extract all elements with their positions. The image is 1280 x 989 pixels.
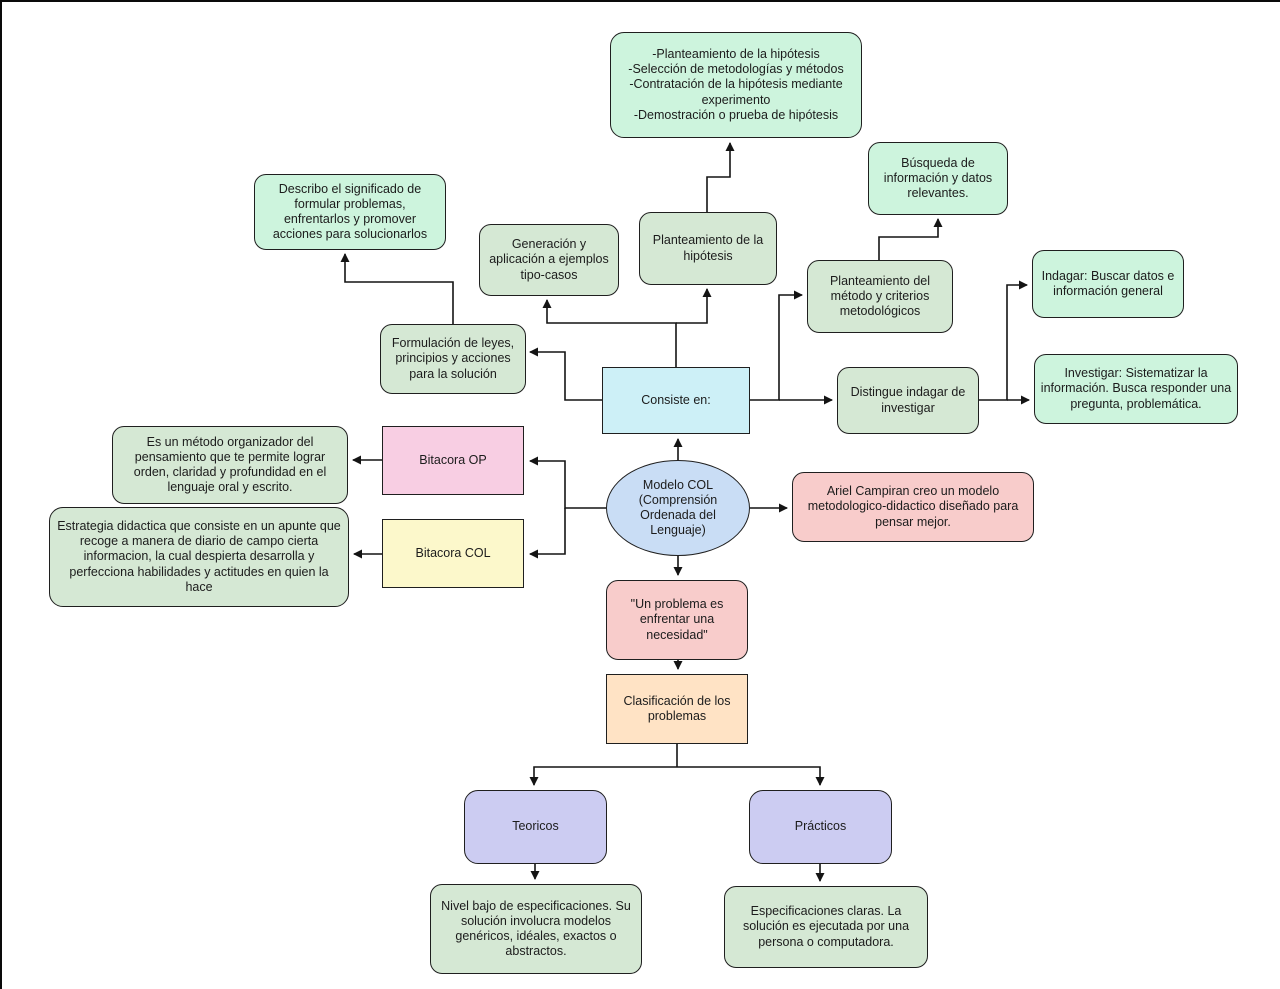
connector-modelo-to-bitacora-op bbox=[529, 456, 606, 509]
node-clasificacion-label: Clasificación de los problemas bbox=[623, 693, 731, 723]
node-ariel-label: Ariel Campiran creo un modelo metodologi… bbox=[807, 484, 1019, 529]
connector-consiste-to-formulacion bbox=[529, 347, 602, 401]
connector-metodo-to-busqueda bbox=[878, 218, 943, 260]
node-teoricos-label: Teoricos bbox=[512, 819, 559, 834]
node-generacion: Generación y aplicación a ejemplos tipo-… bbox=[479, 224, 619, 296]
node-es-metodo-label: Es un método organizador del pensamiento… bbox=[133, 434, 327, 495]
node-indagar: Indagar: Buscar datos e información gene… bbox=[1032, 250, 1184, 318]
node-planteamiento-metodo-label: Planteamiento del método y criterios met… bbox=[829, 273, 931, 319]
connector-formulacion-to-describo bbox=[340, 253, 454, 324]
node-investigar: Investigar: Sistematizar la información.… bbox=[1034, 354, 1238, 424]
node-especificaciones-label: Especificaciones claras. La solución es … bbox=[742, 904, 910, 949]
node-formulacion-label: Formulación de leyes, principios y accio… bbox=[391, 336, 515, 381]
node-pasos-hipotesis-label: -Planteamiento de la hipótesis -Selecció… bbox=[628, 46, 844, 122]
node-modelo-col: Modelo COL (Comprensión Ordenada del Len… bbox=[606, 460, 750, 556]
node-indagar-label: Indagar: Buscar datos e información gene… bbox=[1041, 268, 1175, 298]
node-modelo-col-label: Modelo COL (Comprensión Ordenada del Len… bbox=[638, 477, 718, 538]
connector-hipotesis-to-pasos bbox=[706, 142, 735, 214]
node-busqueda: Búsqueda de información y datos relevant… bbox=[868, 142, 1008, 215]
node-nivel-bajo-label: Nivel bajo de especificaciones. Su soluc… bbox=[441, 898, 631, 959]
connector-modelo-to-bitacora-col bbox=[529, 508, 566, 559]
node-consiste-label: Consiste en: bbox=[641, 392, 711, 407]
node-busqueda-label: Búsqueda de información y datos relevant… bbox=[883, 155, 993, 201]
node-generacion-label: Generación y aplicación a ejemplos tipo-… bbox=[489, 237, 609, 282]
connector-clasificacion-to-teoricos bbox=[529, 766, 677, 786]
connector-consiste-to-generacion bbox=[542, 299, 677, 367]
node-bitacora-col-label: Bitacora COL bbox=[415, 545, 491, 560]
node-bitacora-op-label: Bitacora OP bbox=[419, 452, 487, 467]
node-problema: "Un problema es enfrentar una necesidad" bbox=[606, 580, 748, 660]
connector-consiste-to-metodo bbox=[750, 290, 803, 401]
node-distingue-label: Distingue indagar de investigar bbox=[850, 385, 966, 415]
node-practicos: Prácticos bbox=[749, 790, 892, 864]
node-estrategia-label: Estrategia didactica que consiste en un … bbox=[57, 518, 341, 594]
node-describo: Describo el significado de formular prob… bbox=[254, 174, 446, 250]
node-formulacion: Formulación de leyes, principios y accio… bbox=[380, 324, 526, 394]
node-planteamiento-hipotesis-label: Planteamiento de la hipótesis bbox=[652, 233, 764, 263]
node-nivel-bajo: Nivel bajo de especificaciones. Su soluc… bbox=[430, 884, 642, 974]
node-clasificacion: Clasificación de los problemas bbox=[606, 674, 748, 744]
node-investigar-label: Investigar: Sistematizar la información.… bbox=[1040, 366, 1232, 411]
connector-clasificacion-to-practicos bbox=[677, 766, 825, 786]
node-planteamiento-metodo: Planteamiento del método y criterios met… bbox=[807, 260, 953, 333]
node-especificaciones: Especificaciones claras. La solución es … bbox=[724, 886, 928, 968]
node-practicos-label: Prácticos bbox=[794, 819, 847, 834]
node-consiste: Consiste en: bbox=[602, 367, 750, 434]
node-teoricos: Teoricos bbox=[464, 790, 607, 864]
node-distingue: Distingue indagar de investigar bbox=[837, 367, 979, 434]
node-problema-label: "Un problema es enfrentar una necesidad" bbox=[630, 597, 724, 642]
node-ariel: Ariel Campiran creo un modelo metodologi… bbox=[792, 472, 1034, 542]
node-estrategia: Estrategia didactica que consiste en un … bbox=[49, 507, 349, 607]
node-pasos-hipotesis: -Planteamiento de la hipótesis -Selecció… bbox=[610, 32, 862, 138]
node-bitacora-op: Bitacora OP bbox=[382, 426, 524, 495]
connector-consiste-to-hipotesis bbox=[676, 288, 712, 324]
node-planteamiento-hipotesis: Planteamiento de la hipótesis bbox=[639, 212, 777, 285]
node-bitacora-col: Bitacora COL bbox=[382, 519, 524, 588]
connector-distingue-to-indagar bbox=[979, 280, 1028, 401]
node-describo-label: Describo el significado de formular prob… bbox=[272, 181, 428, 242]
node-es-metodo: Es un método organizador del pensamiento… bbox=[112, 426, 348, 504]
